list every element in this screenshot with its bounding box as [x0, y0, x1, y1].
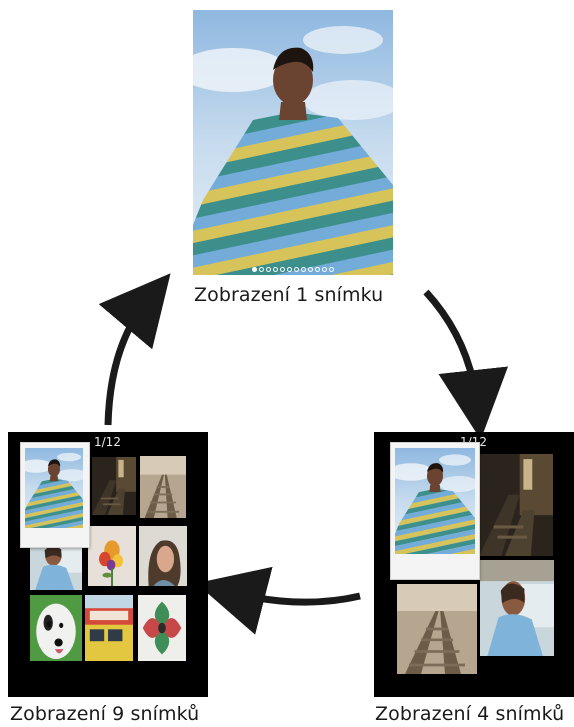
selected-instax-frame[interactable]	[390, 442, 480, 580]
page-dot	[315, 267, 320, 272]
selected-instax-frame[interactable]	[20, 442, 90, 548]
page-dot	[308, 267, 313, 272]
thumbnail-portrait	[395, 448, 475, 554]
four-view-screen: 1/12	[374, 432, 574, 697]
single-view-label: Zobrazení 1 snímku	[194, 284, 384, 306]
page-dot	[294, 267, 299, 272]
page-dot	[301, 267, 306, 272]
thumbnail-car[interactable]	[480, 560, 554, 656]
page-dot	[259, 267, 264, 272]
page-dot	[329, 267, 334, 272]
thumbnail-flowers[interactable]	[88, 526, 136, 586]
single-view-photo	[193, 10, 393, 275]
thumbnail-stairs[interactable]	[92, 457, 136, 515]
page-dot	[266, 267, 271, 272]
thumbnail-rails[interactable]	[397, 584, 477, 674]
thumbnail-bus[interactable]	[85, 595, 133, 661]
thumbnail-woman[interactable]	[139, 526, 187, 586]
page-dot	[322, 267, 327, 272]
four-view-label: Zobrazení 4 snímků	[375, 703, 565, 725]
page-dot	[280, 267, 285, 272]
portrait-image	[193, 10, 393, 275]
arrow-to-nine-view	[196, 566, 361, 635]
thumbnail-dog[interactable]	[30, 595, 82, 661]
page-dot	[252, 267, 257, 272]
thumbnail-stairs[interactable]	[479, 454, 553, 556]
nine-view-label: Zobrazení 9 snímků	[10, 703, 200, 725]
thumbnail-kaleidoscope[interactable]	[138, 595, 186, 661]
image-counter: 1/12	[94, 435, 121, 449]
arrow-to-four-view	[423, 289, 509, 440]
page-dot	[287, 267, 292, 272]
thumbnail-rails[interactable]	[140, 456, 186, 518]
arrow-to-single-view	[98, 273, 171, 426]
page-dot	[273, 267, 278, 272]
thumbnail-portrait	[25, 448, 83, 528]
nine-view-screen: 1/12	[8, 432, 208, 697]
page-indicator-dots	[193, 267, 393, 272]
